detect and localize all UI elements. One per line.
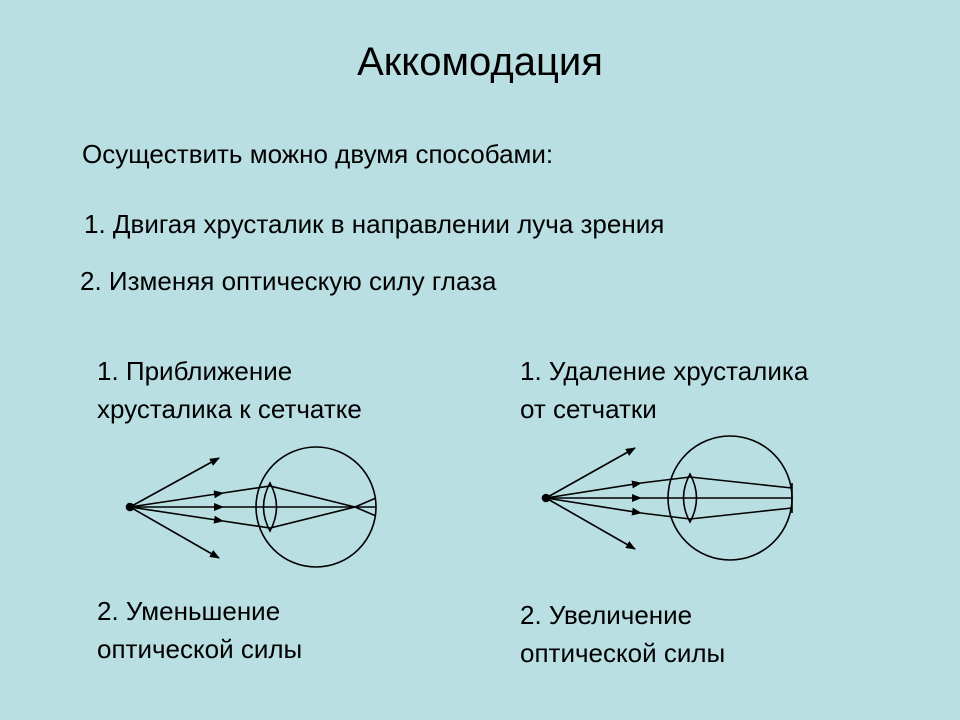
right-caption-top: 1. Удаление хрусталика от сетчатки [520,352,808,428]
right-caption-bottom: 2. Увеличение оптической силы [520,596,725,672]
method-2-text: 2. Изменяя оптическую силу глаза [80,266,497,296]
right-caption-bottom-line2: оптической силы [520,638,726,668]
right-lens [682,472,698,524]
left-caption-top-line1: 1. Приближение [97,356,293,386]
left-caption-bottom: 2. Уменьшение оптической силы [97,592,302,668]
left-lens [262,481,278,533]
left-caption-bottom-line2: оптической силы [97,634,303,664]
right-rays [545,447,793,550]
intro-text: Осуществить можно двумя способами: [82,139,554,169]
slide-title: Аккомодация [357,40,603,84]
right-caption-top-line2: от сетчатки [520,394,657,424]
left-caption-top-line2: хрусталика к сетчатке [97,394,362,424]
left-caption-top: 1. Приближение хрусталика к сетчатке [97,352,362,428]
right-eye-diagram [541,435,793,561]
left-eye-diagram [125,446,377,568]
method-1-text: 1. Двигая хрусталик в направлении луча з… [84,209,665,239]
right-caption-bottom-line1: 2. Увеличение [520,600,693,630]
left-caption-bottom-line1: 2. Уменьшение [97,596,281,626]
left-rays [129,457,377,559]
right-caption-top-line1: 1. Удаление хрусталика [520,356,809,386]
